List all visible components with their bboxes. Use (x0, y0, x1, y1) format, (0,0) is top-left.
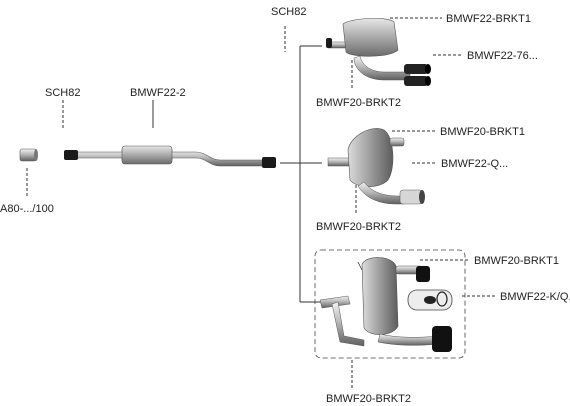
label-v2-muffler: BMWF22-Q... (441, 158, 508, 170)
variant-3-group-box (314, 249, 466, 359)
label-mid-pipe: BMWF22-2 (130, 87, 186, 99)
label-v1-muffler: BMWF22-76... (467, 50, 538, 62)
muffler-variant-1 (326, 18, 431, 86)
label-v1-bracket-top: BMWF22-BRKT1 (446, 13, 531, 25)
label-v3-bracket-bottom: BMWF20-BRKT2 (326, 393, 411, 405)
mid-pipe (64, 145, 276, 168)
label-v1-bracket-bottom: BMWF20-BRKT2 (316, 97, 401, 109)
label-v2-bracket-bottom: BMWF20-BRKT2 (316, 221, 401, 233)
connector-lines (280, 45, 322, 303)
label-sch82-left: SCH82 (45, 87, 80, 99)
label-v3-bracket-top: BMWF20-BRKT1 (474, 255, 559, 267)
label-adapter: A80-.../100 (0, 203, 54, 215)
label-v2-bracket-top: BMWF20-BRKT1 (440, 126, 525, 138)
muffler-variant-3 (319, 257, 452, 352)
adapter-sleeve (19, 148, 38, 162)
remote-control-icon (407, 289, 453, 311)
label-v3-muffler: BMWF22-K/Q... (500, 291, 570, 303)
muffler-variant-2 (327, 128, 425, 205)
leader-lines (26, 17, 496, 390)
label-sch82-top: SCH82 (271, 6, 306, 18)
